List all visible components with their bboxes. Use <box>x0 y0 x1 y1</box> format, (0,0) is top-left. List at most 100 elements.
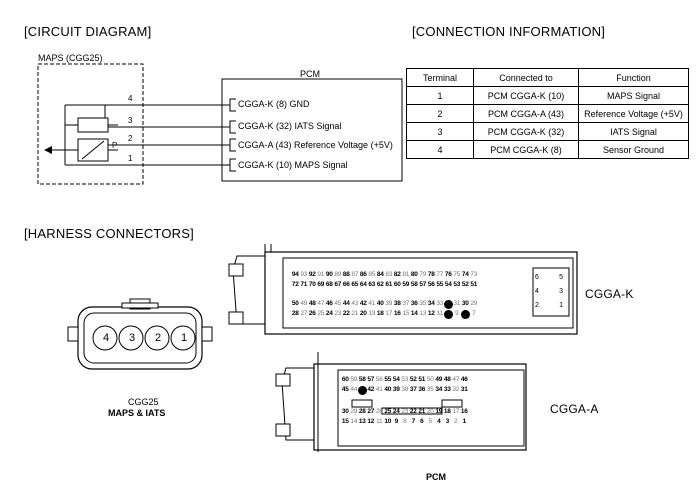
cgga-k-side-pins: 6 5 4 3 2 1 <box>535 271 563 313</box>
wire-number: 4 <box>128 94 133 103</box>
table-row: 3 PCM CGGA-K (32) IATS Signal <box>406 122 689 141</box>
table-cell: 2 <box>406 104 474 123</box>
cgga-a-connector-drawing <box>275 352 527 452</box>
sensor-connector-code: CGG25 <box>128 397 159 407</box>
circuit-diagram <box>37 63 403 185</box>
connector-pin: 91 <box>317 271 325 278</box>
connector-pin: 40 <box>376 300 384 307</box>
connector-pin: 4 <box>437 418 441 425</box>
connector-pin: 48 <box>308 300 316 307</box>
connector-pin: 50 <box>426 376 434 383</box>
connector-pin: 82 <box>393 271 401 278</box>
connector-pin: 89 <box>334 271 342 278</box>
connector-pin: 86 <box>359 271 367 278</box>
connector-pin: 17 <box>452 408 460 415</box>
connector-pin: 70 <box>308 281 316 288</box>
connector-pin: 29 <box>350 408 358 415</box>
connector-pin: 18 <box>376 310 384 317</box>
sensor-label: MAPS (CGG25) <box>38 53 103 63</box>
connector-pin: 28 <box>358 408 366 415</box>
connector-pin: 43 <box>351 300 359 307</box>
connector-pin: 85 <box>368 271 376 278</box>
connector-pin: 41 <box>375 386 383 393</box>
connector-pin: 31 <box>453 300 461 307</box>
connector-pin: 78 <box>427 271 435 278</box>
connector-pin: 73 <box>470 271 478 278</box>
connector-pin: 74 <box>461 271 469 278</box>
connector-pin: 67 <box>334 281 342 288</box>
connector-pin: 37 <box>409 386 417 393</box>
connector-pin: 20 <box>359 310 367 317</box>
connector-pin: 16 <box>460 408 468 415</box>
connector-pin: 21 <box>418 408 426 415</box>
circuit-diagram-heading: [CIRCUIT DIAGRAM] <box>24 24 152 39</box>
connector-pin: 48 <box>443 376 451 383</box>
connector-pin: 66 <box>342 281 350 288</box>
connector-pin: 69 <box>317 281 325 288</box>
connector-pin: 60 <box>393 281 401 288</box>
connector-pin: 21 <box>351 310 359 317</box>
connector-pin: 57 <box>419 281 427 288</box>
connection-information-heading: [CONNECTION INFORMATION] <box>412 24 606 39</box>
connector-pin: 25 <box>317 310 325 317</box>
connector-pin: 7 <box>472 310 476 317</box>
connector-pin: 6 <box>420 418 424 425</box>
wire-text: CGGA-A (43) Reference Voltage (+5V) <box>238 140 393 150</box>
connector-pin: 62 <box>376 281 384 288</box>
connector-pin: 63 <box>368 281 376 288</box>
connector-pin: 24 <box>392 408 400 415</box>
connector-pin: 23 <box>334 310 342 317</box>
connector-pin: 45 <box>341 386 349 393</box>
table-cell: MAPS Signal <box>578 86 689 105</box>
cgga-k-connector-drawing <box>228 244 578 335</box>
connector-pin: 26 <box>308 310 316 317</box>
connector-pin: 46 <box>460 376 468 383</box>
connector-pin: 87 <box>351 271 359 278</box>
connector-pin: 94 <box>291 271 299 278</box>
connector-pin: 36 <box>418 386 426 393</box>
table-cell: Reference Voltage (+5V) <box>578 104 689 123</box>
connector-pin: 35 <box>426 386 434 393</box>
table-header-row: Terminal Connected to Function <box>406 68 689 87</box>
connector-pin: 93 <box>300 271 308 278</box>
connector-pin: 77 <box>436 271 444 278</box>
table-row: 1 PCM CGGA-K (10) MAPS Signal <box>406 86 689 105</box>
connector-pin: 37 <box>402 300 410 307</box>
table-cell: PCM CGGA-K (32) <box>473 122 579 141</box>
connector-pin: 72 <box>291 281 299 288</box>
sensor-connector-name: MAPS & IATS <box>108 408 166 418</box>
table-cell: 4 <box>406 140 474 159</box>
wire-text: CGGA-K (10) MAPS Signal <box>238 160 348 170</box>
side-pin: 4 <box>535 288 539 295</box>
connector-pin: 42 <box>359 300 367 307</box>
table-row: 2 PCM CGGA-A (43) Reference Voltage (+5V… <box>406 104 689 123</box>
table-cell: PCM CGGA-K (10) <box>473 86 579 105</box>
connector-pin: 44 <box>342 300 350 307</box>
connector-pin: 39 <box>392 386 400 393</box>
connector-pin: 22 <box>342 310 350 317</box>
connector-pin: 34 <box>435 386 443 393</box>
connector-pin: 8 <box>403 418 407 425</box>
connector-pin: 54 <box>444 281 452 288</box>
table-cell: 3 <box>406 122 474 141</box>
connector-pin: 54 <box>392 376 400 383</box>
plugged-pin-dot-icon <box>444 309 453 319</box>
connector-pin: 35 <box>419 300 427 307</box>
connector-pin: 50 <box>291 300 299 307</box>
connector-pin: 28 <box>291 310 299 317</box>
connector-pin: 58 <box>358 376 366 383</box>
connector-pin: 55 <box>384 376 392 383</box>
plugged-pin-dot-icon <box>444 299 453 309</box>
connector-pin: 81 <box>402 271 410 278</box>
table-cell: 1 <box>406 86 474 105</box>
connector-pin: 33 <box>443 386 451 393</box>
connector-pin: 56 <box>375 376 383 383</box>
wire-number: 2 <box>128 134 133 143</box>
connector-pin: 64 <box>359 281 367 288</box>
connector-pin: 15 <box>341 418 349 425</box>
